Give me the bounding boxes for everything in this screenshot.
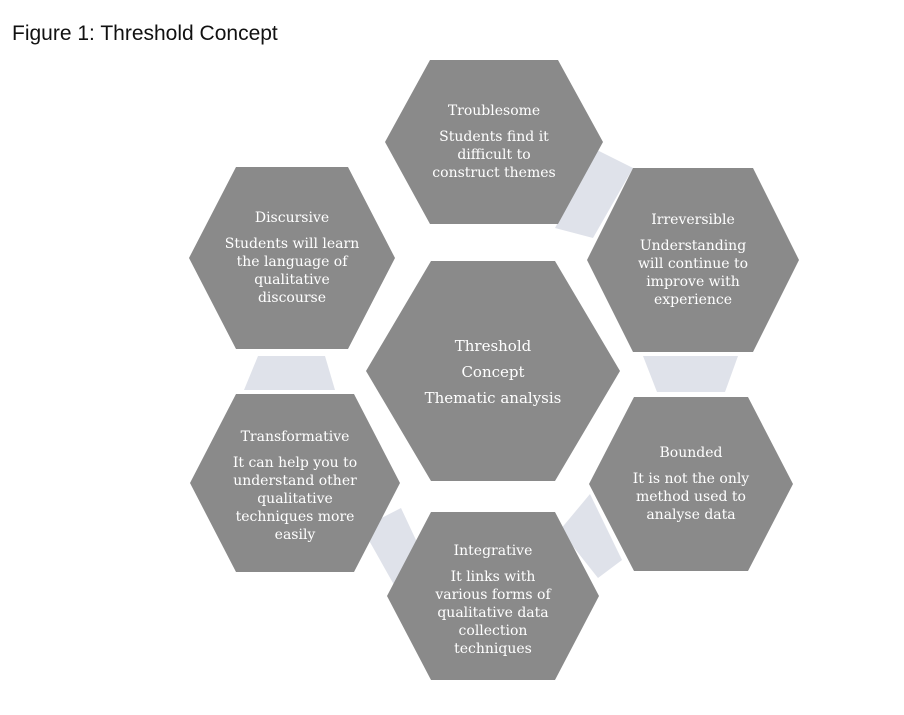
node-integrative-heading: Integrative — [453, 543, 533, 559]
node-troublesome: Troublesome Students find it difficult t… — [415, 90, 573, 194]
node-discursive: Discursive Students will learn the langu… — [212, 200, 372, 316]
node-bounded-heading: Bounded — [659, 445, 723, 461]
node-integrative: Integrative It links with various forms … — [413, 532, 573, 668]
node-troublesome-heading: Troublesome — [447, 103, 541, 119]
connector-irreversible-bounded — [643, 356, 738, 392]
hexagon-irreversible — [587, 168, 799, 352]
node-irreversible-heading: Irreversible — [651, 212, 735, 228]
hexagon-transformative — [190, 394, 400, 572]
node-center: Threshold Concept Thematic analysis — [413, 330, 573, 414]
node-bounded: Bounded It is not the only method used t… — [611, 432, 771, 536]
hexagon-bounded — [589, 397, 793, 571]
node-troublesome-text: Students find it difficult to construct … — [432, 129, 556, 181]
node-transformative: Transformative It can help you to unders… — [213, 418, 377, 554]
node-irreversible: Irreversible Understanding will continue… — [613, 200, 773, 320]
figure-title: Figure 1: Threshold Concept — [12, 22, 278, 45]
center-line-thematic-analysis: Thematic analysis — [424, 389, 562, 407]
node-discursive-text: Students will learn the language of qual… — [224, 236, 360, 306]
node-discursive-heading: Discursive — [254, 210, 330, 226]
center-line-concept: Concept — [461, 363, 525, 381]
connector-troublesome-irreversible — [555, 150, 633, 238]
node-integrative-text: It links with various forms of qualitati… — [435, 569, 551, 657]
hexagon-integrative — [387, 512, 599, 680]
hexagon-discursive — [189, 167, 395, 349]
node-bounded-text: It is not the only method used to analys… — [632, 471, 750, 523]
node-irreversible-text: Understanding will continue to improve w… — [637, 238, 749, 308]
connector-transformative-discursive — [244, 356, 335, 390]
connector-bounded-integrative — [560, 494, 622, 578]
hexagon-center — [366, 261, 620, 481]
node-transformative-heading: Transformative — [240, 429, 350, 445]
node-transformative-text: It can help you to understand other qual… — [232, 455, 358, 543]
hexagon-troublesome — [385, 60, 603, 224]
center-line-threshold: Threshold — [454, 337, 532, 355]
